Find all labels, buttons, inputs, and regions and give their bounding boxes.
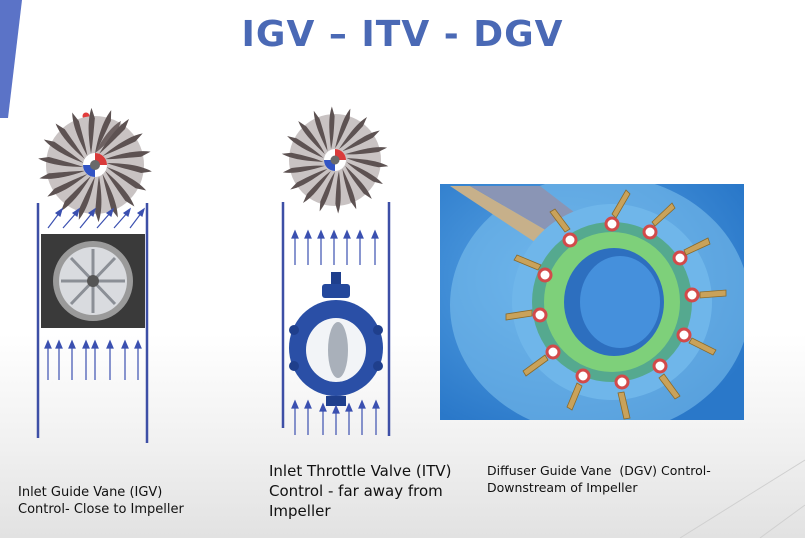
impeller-icon <box>281 106 389 214</box>
itv-caption-line3: Impeller <box>269 502 331 520</box>
igv-caption: Inlet Guide Vane (IGV) Control- Close to… <box>18 484 238 518</box>
itv-caption: Inlet Throttle Valve (ITV) Control - far… <box>269 461 479 521</box>
igv-caption-line1: Inlet Guide Vane (IGV) <box>18 485 163 500</box>
dgv-caption-line1: Diffuser Guide Vane (DGV) Control- <box>487 463 711 478</box>
itv-caption-line2: Control - far away from <box>269 482 443 500</box>
butterfly-valve-icon <box>289 272 383 406</box>
slide-title: IGV – ITV - DGV <box>241 14 564 55</box>
igv-caption-line2: Control- Close to Impeller <box>18 502 184 517</box>
guide-vane-photo <box>41 234 145 328</box>
dgv-caption: Diffuser Guide Vane (DGV) Control- Downs… <box>487 462 747 496</box>
impeller-icon <box>38 107 152 223</box>
itv-caption-line1: Inlet Throttle Valve (ITV) <box>269 462 452 480</box>
dgv-caption-line2: Downstream of Impeller <box>487 480 638 495</box>
